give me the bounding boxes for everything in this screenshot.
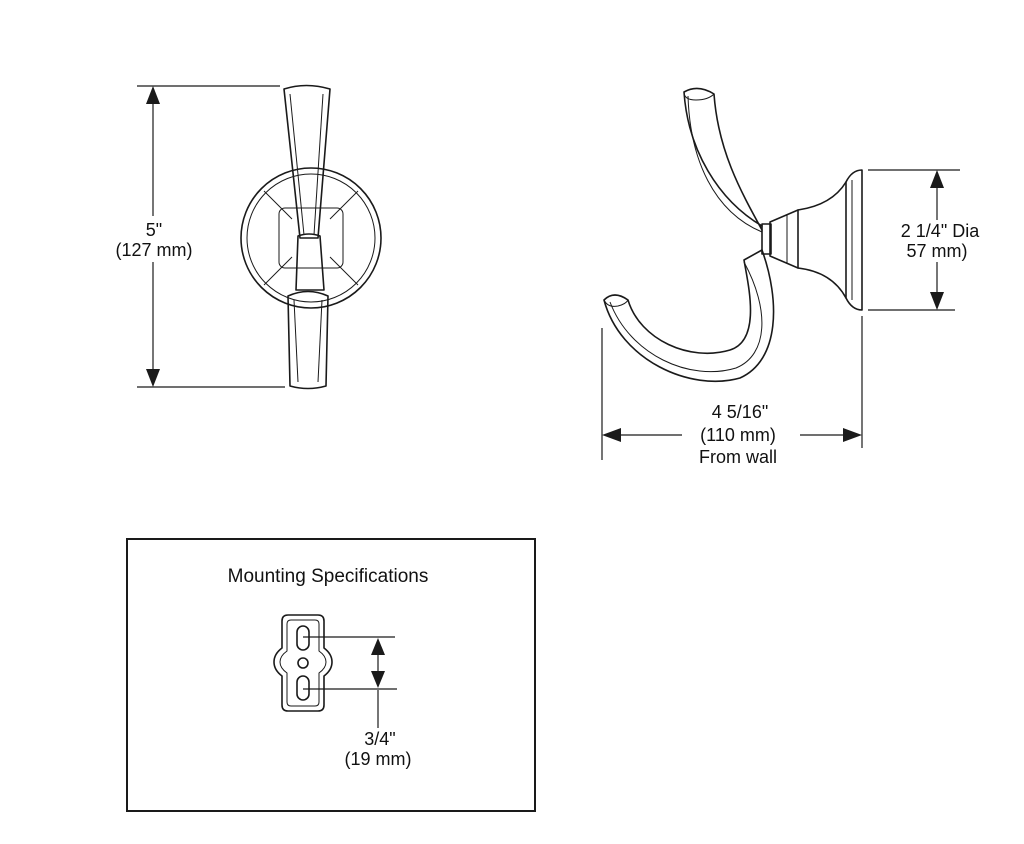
arrow-up-icon bbox=[930, 170, 944, 188]
side-lower-hook bbox=[603, 249, 775, 383]
arrow-left-icon bbox=[602, 428, 621, 442]
mounting-spacing-mm-label: (19 mm) bbox=[345, 749, 412, 769]
mounting-plate bbox=[273, 614, 333, 712]
side-post bbox=[761, 209, 799, 269]
arrow-up-icon bbox=[371, 638, 385, 655]
mounting-spacing-dimension bbox=[303, 636, 397, 728]
side-projection-in-label: 4 5/16" bbox=[712, 402, 768, 422]
arrow-down-icon bbox=[371, 671, 385, 688]
mounting-spacing-in-label: 3/4" bbox=[364, 729, 395, 749]
arrow-right-icon bbox=[843, 428, 862, 442]
side-flange bbox=[797, 169, 863, 311]
side-projection-note: From wall bbox=[699, 447, 777, 467]
front-height-in-label: 5" bbox=[146, 220, 162, 240]
arrow-down-icon bbox=[146, 369, 160, 387]
front-upper-arm bbox=[283, 84, 331, 239]
front-height-mm-label: (127 mm) bbox=[115, 240, 192, 260]
arrow-up-icon bbox=[146, 86, 160, 104]
side-diameter-in-label: 2 1/4" Dia bbox=[901, 221, 980, 241]
front-view: 5" (127 mm) bbox=[115, 84, 382, 390]
front-lower-arm bbox=[287, 233, 329, 390]
side-diameter-mm-label: 57 mm) bbox=[906, 241, 967, 261]
side-projection-dimension bbox=[601, 316, 863, 460]
front-escutcheon bbox=[240, 167, 382, 309]
side-projection-mm-label: (110 mm) bbox=[700, 425, 776, 445]
mounting-specifications-panel: Mounting Specifications 3/4" (19 mm) bbox=[126, 538, 536, 812]
side-diameter-dimension bbox=[868, 169, 960, 311]
front-height-dimension bbox=[137, 85, 285, 388]
side-view: 2 1/4" Dia 57 mm) 4 5/16" (110 mm) From … bbox=[601, 87, 980, 467]
arrow-down-icon bbox=[930, 292, 944, 310]
mounting-title: Mounting Specifications bbox=[228, 566, 429, 587]
side-upper-hook bbox=[683, 87, 763, 233]
